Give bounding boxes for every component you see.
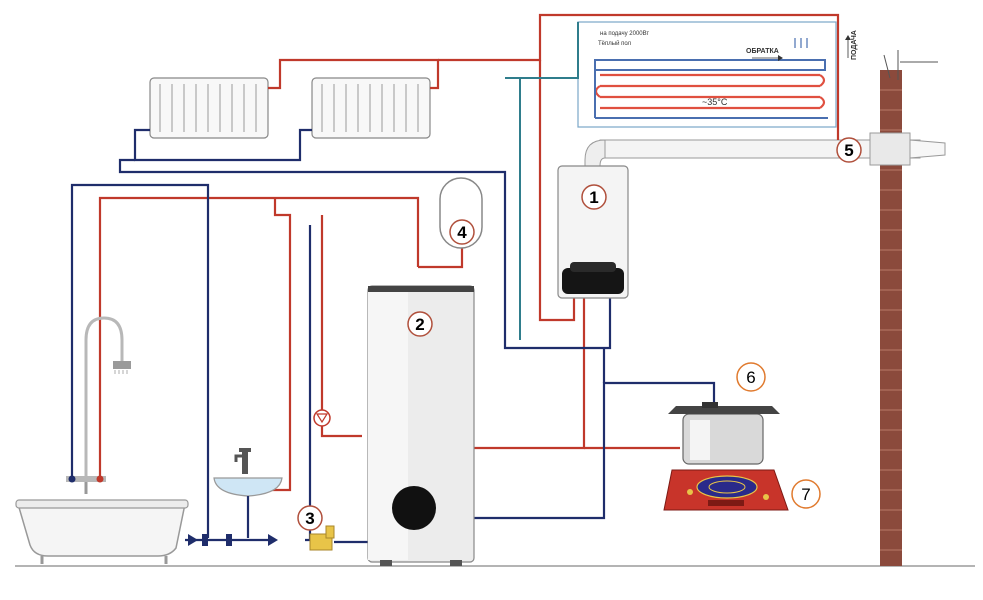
gas-boiler: [557, 165, 629, 299]
callout-3: 3: [297, 505, 323, 531]
callout-2: 2: [407, 311, 433, 337]
callout-5-label: 5: [844, 141, 853, 160]
induction-hob: [663, 469, 789, 511]
hot-water-pipes: [98, 13, 840, 492]
radiator-right: [311, 77, 431, 139]
floor-heating-side-caption: Тёплый пол: [598, 40, 632, 47]
shower-head-icon: [113, 361, 131, 374]
callout-4-label: 4: [457, 223, 467, 242]
floor-heating-return-pipe: [505, 22, 579, 340]
floor-heating-supply-label: ПОДАЧА: [851, 30, 858, 60]
shower: [66, 316, 131, 494]
bathtub: [15, 499, 189, 564]
pump-icon: [313, 409, 331, 427]
mixing-valve: [309, 525, 368, 551]
callout-6: 6: [736, 362, 766, 392]
floor-heating-panel: ~35°C ОБРАТКА на подачу 2000Вт Тёплый по…: [577, 21, 858, 128]
floor-heating-return-label: ОБРАТКА: [746, 48, 779, 55]
callout-7: 7: [791, 479, 821, 509]
bath-mixer: [66, 475, 106, 494]
chimney: [880, 50, 938, 566]
sink: [213, 448, 283, 538]
callout-5: 5: [836, 137, 862, 163]
faucet-icon: [234, 448, 251, 474]
floor-heating-top-caption: на подачу 2000Вт: [600, 31, 649, 37]
callout-4: 4: [449, 219, 475, 245]
radiator-left: [149, 77, 269, 139]
pressure-cooker: [668, 402, 780, 465]
flue-pipe: [584, 132, 946, 167]
callout-1: 1: [581, 184, 607, 210]
hot-water-tank: [367, 285, 475, 566]
callout-1-label: 1: [589, 188, 598, 207]
flow-arrow-icon: [188, 534, 278, 546]
callout-3-label: 3: [305, 509, 314, 528]
callout-6-label: 6: [746, 368, 755, 387]
floor-heating-temperature: ~35°C: [702, 97, 728, 107]
callout-2-label: 2: [415, 315, 424, 334]
callout-7-label: 7: [801, 485, 810, 504]
